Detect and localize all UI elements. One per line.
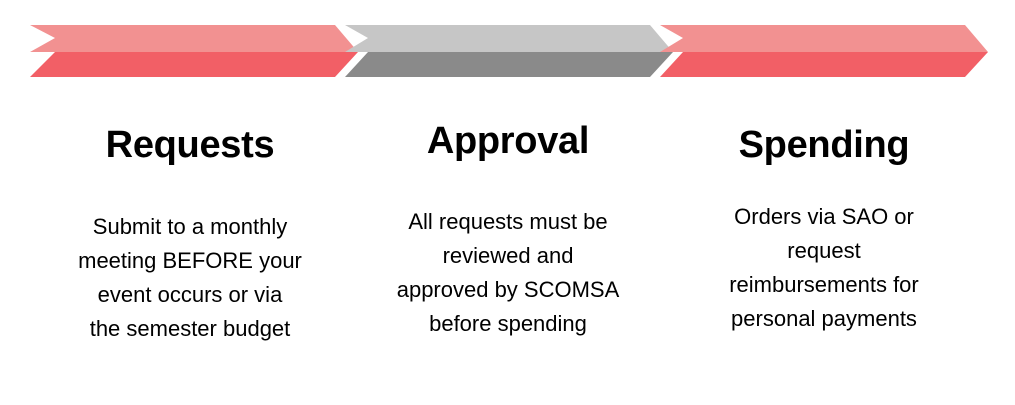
step-spending-desc-line: personal payments <box>731 306 917 331</box>
step-approval-desc-line: before spending <box>429 311 587 336</box>
step-requests: Requests Submit to a monthly meeting BEF… <box>40 0 340 405</box>
step-approval-desc-line: reviewed and <box>442 243 574 268</box>
step-spending-desc-line: reimbursements for <box>729 272 919 297</box>
arrow-requests-bottom <box>30 52 358 77</box>
arrow-approval-top <box>345 25 673 52</box>
step-requests-description: Submit to a monthly meeting BEFORE your … <box>40 210 340 346</box>
step-spending: Spending Orders via SAO or request reimb… <box>674 0 974 405</box>
step-approval-desc-line: All requests must be <box>408 209 608 234</box>
step-requests-desc-line: event occurs or via <box>97 282 283 307</box>
step-spending-desc-line: request <box>787 238 861 263</box>
step-spending-desc-line: Orders via SAO or <box>734 204 914 229</box>
step-approval-title: Approval <box>426 120 590 162</box>
arrow-approval-bottom <box>345 52 673 77</box>
step-requests-desc-line: meeting BEFORE your <box>78 248 302 273</box>
arrow-requests <box>30 25 358 77</box>
arrow-requests-top <box>30 25 358 52</box>
arrow-spending-top <box>660 25 988 52</box>
step-requests-desc-line: Submit to a monthly <box>92 214 288 239</box>
arrow-spending <box>660 25 988 77</box>
step-requests-desc-line: the semester budget <box>89 316 291 341</box>
step-spending-title: Spending <box>738 124 910 166</box>
step-approval-description: All requests must be reviewed and approv… <box>358 205 658 341</box>
step-spending-description: Orders via SAO or request reimbursements… <box>674 200 974 336</box>
arrow-spending-bottom <box>660 52 988 77</box>
arrow-approval <box>345 25 673 77</box>
step-approval-desc-line: approved by SCOMSA <box>396 277 620 302</box>
step-approval: Approval All requests must be reviewed a… <box>358 0 658 405</box>
step-requests-title: Requests <box>105 124 275 166</box>
